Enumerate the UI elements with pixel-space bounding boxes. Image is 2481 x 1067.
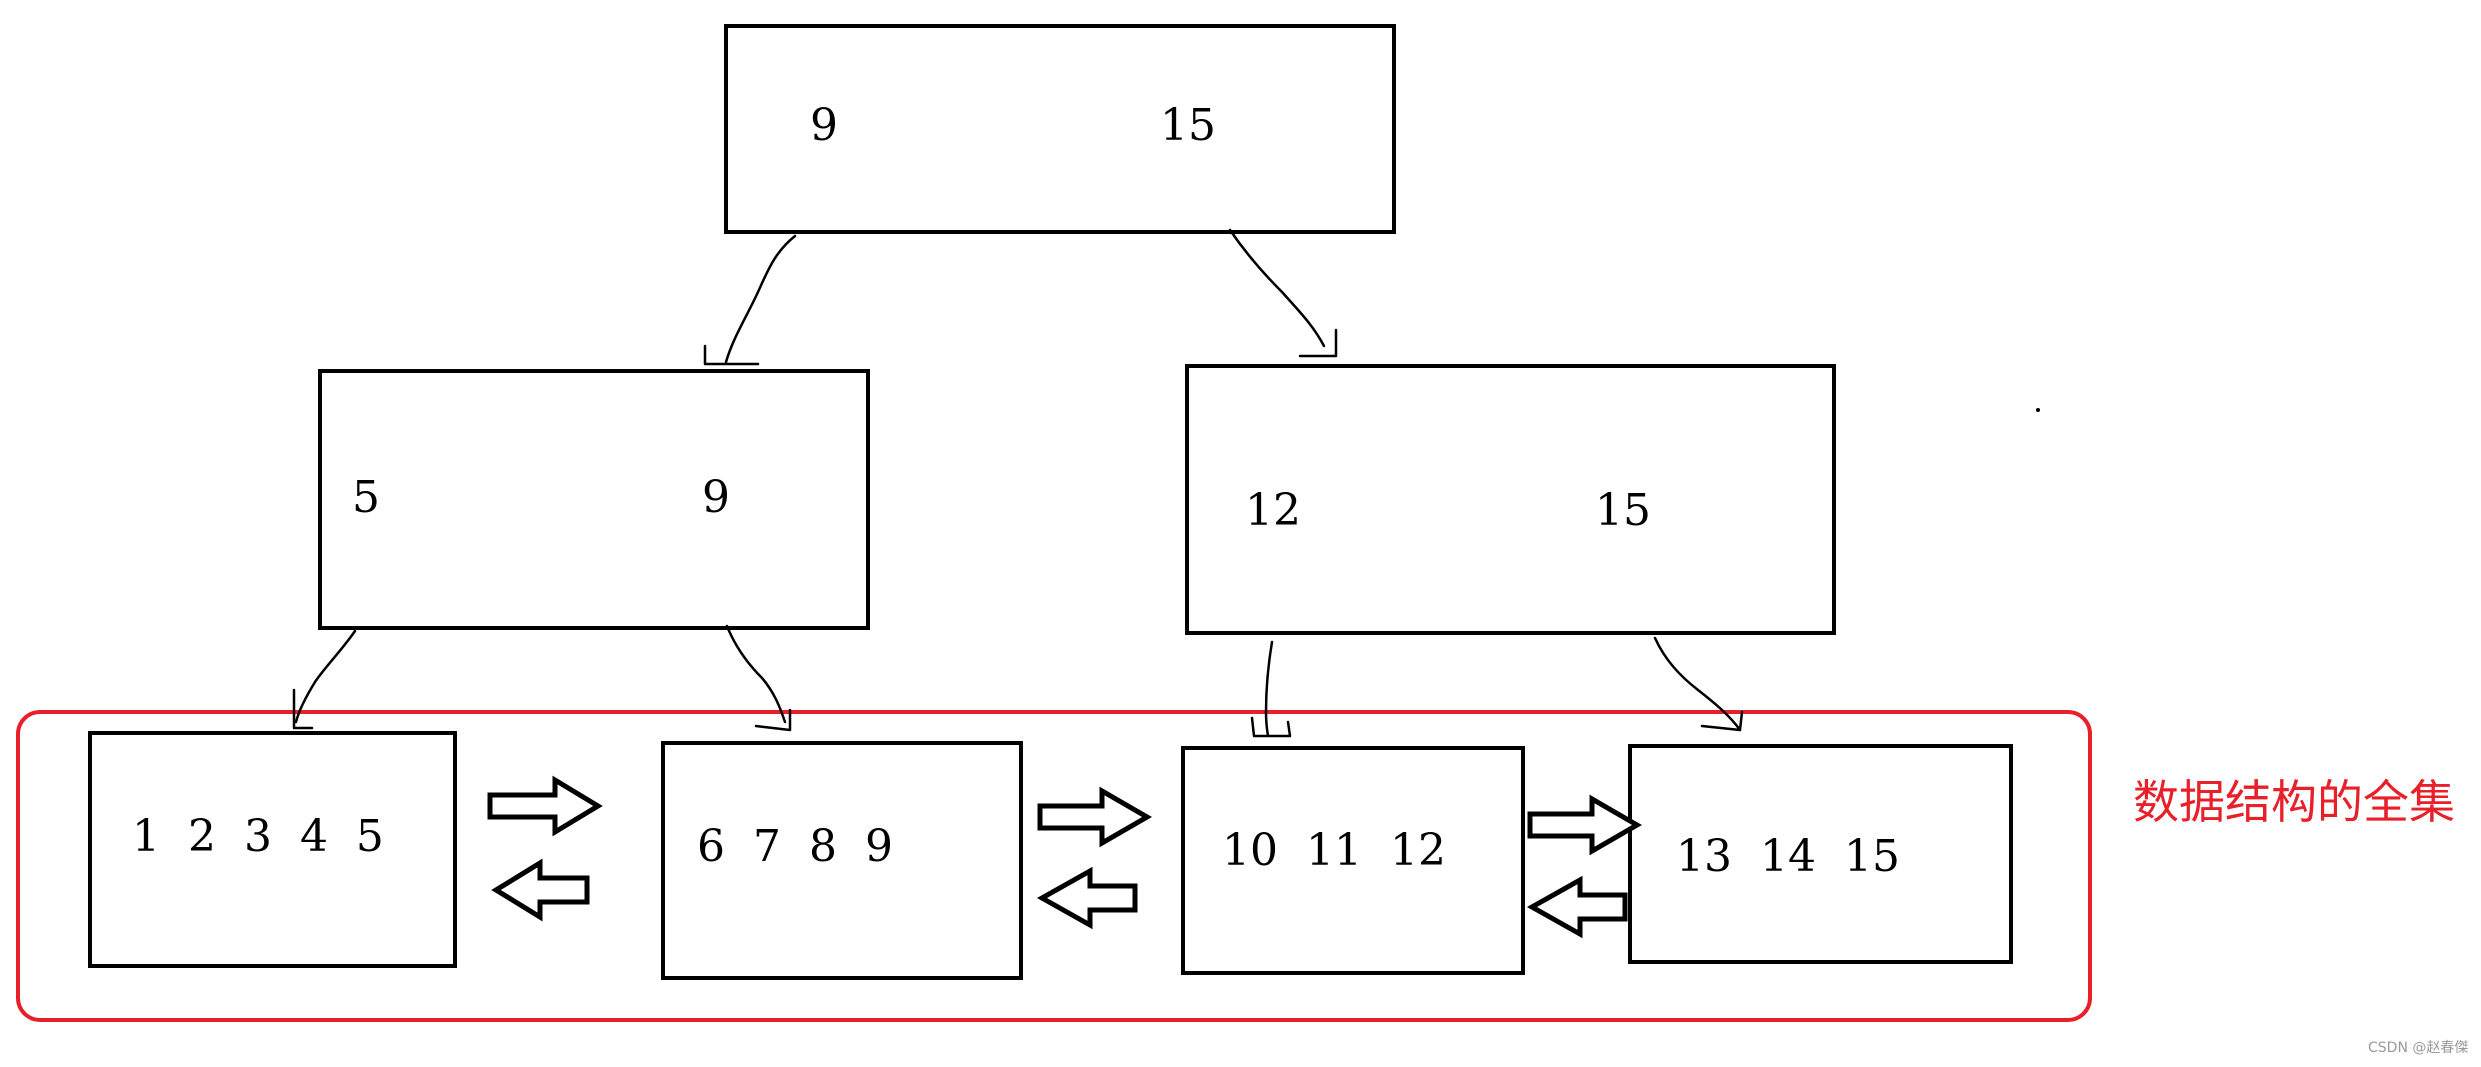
prev-arrow-4-to-3 [1526,875,1628,939]
leaf-node-3: 10 11 12 [1181,746,1525,975]
leaf-node-4: 13 14 15 [1628,744,2013,964]
leaf-4-keys: 13 14 15 [1676,831,1900,882]
root-key-2: 15 [1160,100,1216,151]
internal-left-key-1: 5 [352,472,380,523]
pointer-right-to-leaf-3 [1250,640,1292,738]
pointer-root-to-left [703,234,797,366]
leaf-node-2: 6 7 8 9 [661,741,1023,980]
next-arrow-2-to-3 [1037,786,1152,848]
root-node: 9 15 [724,24,1396,234]
leaf-2-keys: 6 7 8 9 [697,821,893,872]
internal-right-key-1: 12 [1245,485,1301,536]
pointer-root-to-right [1228,228,1338,358]
pointer-right-to-leaf-4 [1653,636,1744,732]
leaf-3-keys: 10 11 12 [1222,825,1446,876]
leaf-node-1: 1 2 3 4 5 [88,731,457,968]
internal-left-key-2: 9 [702,472,730,523]
leaf-set-label: 数据结构的全集 [2133,775,2455,829]
pointer-left-to-leaf-2 [725,624,792,732]
prev-arrow-2-to-1 [491,858,590,922]
leaf-1-keys: 1 2 3 4 5 [132,811,384,862]
next-arrow-1-to-2 [487,775,603,837]
pointer-left-to-leaf-1 [292,629,357,730]
internal-node-left: 5 9 [318,369,870,630]
internal-node-right: 12 15 [1185,364,1836,635]
leaf-set-frame [16,710,2092,1022]
prev-arrow-3-to-2 [1036,866,1138,930]
internal-right-key-2: 15 [1595,485,1651,536]
watermark-text: CSDN @赵春傑 [2368,1040,2468,1056]
root-key-1: 9 [810,100,838,151]
next-arrow-3-to-4 [1527,794,1642,856]
stray-dot [2036,408,2040,412]
